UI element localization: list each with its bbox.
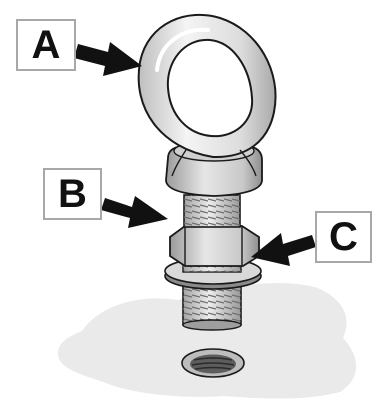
arrow-a	[74, 42, 142, 76]
callout-label-a: A	[16, 19, 76, 71]
upper-shank	[184, 195, 240, 227]
callout-letter-c: C	[329, 217, 358, 257]
callout-letter-b: B	[58, 174, 87, 214]
callout-label-c: C	[315, 211, 372, 263]
threaded-hole	[182, 349, 244, 377]
arrow-b	[101, 196, 168, 228]
callout-label-b: B	[43, 168, 102, 220]
arrow-c	[251, 233, 316, 266]
callout-letter-a: A	[32, 25, 61, 65]
